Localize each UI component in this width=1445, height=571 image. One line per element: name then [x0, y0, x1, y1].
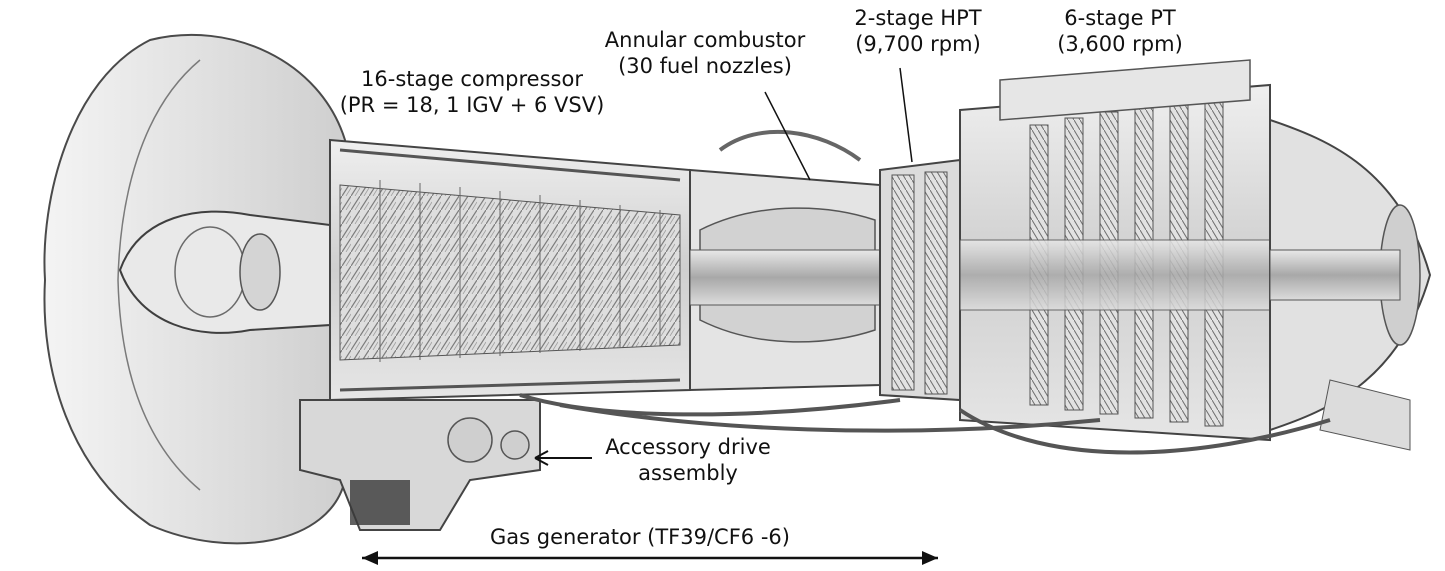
compressor-label: 16-stage compressor (PR = 18, 1 IGV + 6 … — [322, 66, 622, 118]
pt-label: 6-stage PT (3,600 rpm) — [1040, 5, 1200, 57]
external-piping — [519, 393, 1331, 455]
front-centerbody — [118, 210, 331, 334]
gas-generator-span-arrow — [362, 551, 938, 565]
compressor-label-line1: 16-stage compressor — [361, 67, 583, 91]
pt-label-line1: 6-stage PT — [1064, 6, 1176, 30]
leader-lines — [764, 67, 913, 181]
compressor-section — [329, 138, 691, 402]
accessory-gearbox — [299, 399, 541, 531]
gas-generator-label: Gas generator (TF39/CF6 -6) — [490, 525, 790, 549]
combustor-section — [689, 129, 881, 392]
compressor-label-line2: (PR = 18, 1 IGV + 6 VSV) — [339, 93, 605, 117]
combustor-label-line1: Annular combustor — [604, 28, 806, 52]
accessory-arrow — [534, 450, 592, 466]
hpt-label: 2-stage HPT (9,700 rpm) — [838, 5, 998, 57]
exhaust-section — [1269, 118, 1432, 451]
accessory-label-line2: assembly — [638, 461, 738, 485]
combustor-label: Annular combustor (30 fuel nozzles) — [580, 27, 830, 79]
combustor-label-line2: (30 fuel nozzles) — [618, 54, 792, 78]
power-turbine-section — [959, 59, 1271, 442]
pt-label-line2: (3,600 rpm) — [1057, 32, 1183, 56]
hpt-label-line1: 2-stage HPT — [854, 6, 982, 30]
accessory-label: Accessory drive assembly — [588, 434, 788, 486]
accessory-label-line1: Accessory drive — [605, 435, 771, 459]
hp-turbine-section — [879, 158, 961, 402]
hpt-label-line2: (9,700 rpm) — [855, 32, 981, 56]
